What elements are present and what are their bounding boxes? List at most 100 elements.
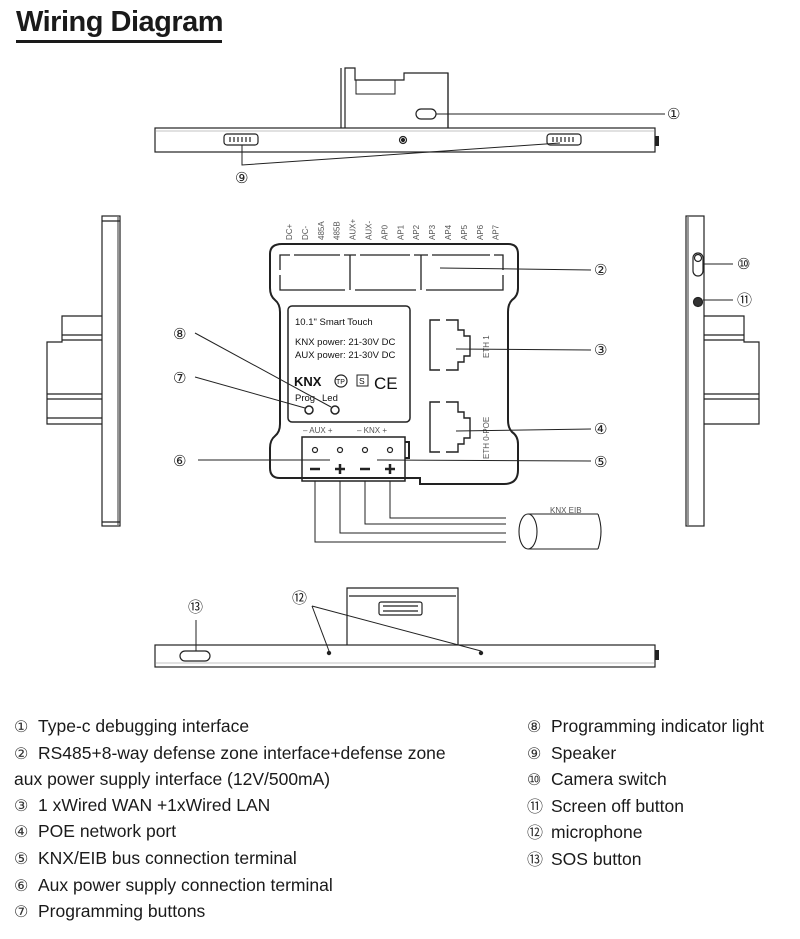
legend-number: ⑥ bbox=[14, 877, 29, 895]
pin-label: 485A bbox=[317, 221, 326, 240]
pin-label: AP4 bbox=[444, 224, 453, 240]
knx-terminal-label: – KNX + bbox=[357, 426, 387, 435]
legend-item: ② RS485+8-way defense zone interface+defe… bbox=[14, 741, 446, 768]
pin-label: AP7 bbox=[492, 224, 501, 240]
pin-label: AUX+ bbox=[349, 219, 358, 240]
legend-item: ③ 1 xWired WAN +1xWired LAN bbox=[14, 793, 446, 820]
module-outline bbox=[269, 243, 519, 485]
pin-label: AP2 bbox=[412, 224, 421, 240]
callout-9: ⑨ bbox=[235, 169, 248, 187]
legend-item: ⑫ microphone bbox=[527, 820, 764, 847]
callout-3: ③ bbox=[594, 341, 607, 359]
legend-number: ⑬ bbox=[527, 851, 544, 869]
legend-text: POE network port bbox=[38, 821, 177, 842]
callout-12: ⑫ bbox=[292, 589, 307, 607]
eth0-poe-label: ETH 0-POE bbox=[482, 417, 491, 459]
mic-hole-right bbox=[478, 650, 484, 656]
legend-text: Screen off button bbox=[551, 795, 684, 816]
prog-label: Prog bbox=[295, 393, 315, 404]
panel-left-edge bbox=[101, 215, 121, 527]
ce-mark: CE bbox=[374, 374, 398, 393]
wiring-diagram: ① ⑨ ⑩ ⑪ bbox=[46, 67, 760, 668]
pin-label: AP6 bbox=[476, 224, 485, 240]
callout-11: ⑪ bbox=[737, 291, 752, 309]
sos-button bbox=[179, 650, 211, 662]
pin-label: DC+ bbox=[285, 223, 294, 240]
bottom-connector bbox=[378, 601, 423, 616]
pin-connector bbox=[279, 254, 504, 291]
speaker-left bbox=[223, 133, 259, 146]
legend-text: Type-c debugging interface bbox=[38, 716, 250, 736]
aux-terminal-label: – AUX + bbox=[303, 426, 333, 435]
left-side-view bbox=[46, 215, 121, 527]
legend-text: aux power supply interface (12V/500mA) bbox=[14, 769, 331, 790]
legend-text: RS485+8-way defense zone interface+defen… bbox=[38, 742, 446, 763]
pin-label: AUX- bbox=[365, 221, 374, 240]
pin-label: AP5 bbox=[460, 224, 469, 240]
legend-number: ⑤ bbox=[14, 850, 29, 868]
legend-number: ③ bbox=[14, 797, 29, 815]
legend-text: 1 xWired WAN +1xWired LAN bbox=[38, 794, 271, 815]
callout-6: ⑥ bbox=[173, 452, 186, 470]
legend-number: ⑧ bbox=[527, 719, 542, 736]
mic-hole-left bbox=[326, 650, 332, 656]
type-c-port bbox=[415, 108, 437, 120]
panel-bottom-edge bbox=[154, 644, 656, 668]
legend-number: ⑩ bbox=[527, 772, 542, 790]
cable-label: KNX EIB bbox=[550, 506, 582, 515]
title-underline bbox=[16, 40, 222, 43]
legend-item: ⑤ KNX/EIB bus connection terminal bbox=[14, 846, 446, 873]
legend-number: ⑨ bbox=[527, 745, 542, 763]
terminal-screws bbox=[310, 446, 395, 474]
legend-item: ⑬ SOS button bbox=[527, 847, 764, 874]
legend-number: ④ bbox=[14, 824, 29, 842]
legend-item: ④ POE network port bbox=[14, 819, 446, 846]
speaker-right bbox=[546, 133, 582, 146]
knx-eib-wires bbox=[314, 481, 506, 543]
legend-number: ⑪ bbox=[527, 798, 544, 816]
callout-5: ⑤ bbox=[594, 453, 607, 471]
label-plate bbox=[287, 305, 411, 423]
pin-label: AP3 bbox=[428, 224, 437, 240]
pin-label: 485B bbox=[333, 221, 342, 240]
back-box-bottom bbox=[346, 587, 459, 645]
knx-eib-cable bbox=[518, 513, 602, 550]
product-name: 10.1" Smart Touch bbox=[295, 317, 373, 328]
callout-8: ⑧ bbox=[173, 325, 186, 343]
back-box-top bbox=[344, 67, 449, 128]
legend-text: Speaker bbox=[551, 742, 617, 763]
right-side-view: ⑩ ⑪ bbox=[685, 215, 760, 527]
bottom-view: ⑬ ⑫ bbox=[154, 587, 659, 668]
legend-text: Camera switch bbox=[551, 769, 667, 790]
legend-number: ① bbox=[14, 719, 29, 736]
top-screw bbox=[398, 135, 408, 145]
legend-number: ⑫ bbox=[527, 825, 544, 843]
legend-text: Programming indicator light bbox=[551, 716, 765, 736]
legend-text: microphone bbox=[551, 822, 643, 843]
screen-off-button bbox=[692, 296, 704, 308]
legend-number: ② bbox=[14, 745, 29, 763]
legend-item: ① Type-c debugging interface bbox=[14, 714, 446, 741]
panel-right-edge bbox=[685, 215, 705, 527]
eth0-poe-port bbox=[429, 401, 471, 453]
callout-4: ④ bbox=[594, 420, 607, 438]
top-view: ① ⑨ bbox=[154, 67, 680, 187]
terminal-block bbox=[301, 436, 406, 482]
pin-label: AP1 bbox=[396, 224, 405, 240]
legend-text: KNX/EIB bus connection terminal bbox=[38, 847, 297, 868]
legend-number: ⑦ bbox=[14, 904, 29, 922]
led-label: Led bbox=[322, 393, 338, 404]
callout-1: ① bbox=[667, 105, 680, 123]
legend-item: ⑨ Speaker bbox=[527, 741, 764, 768]
pin-label: AP0 bbox=[380, 224, 389, 240]
aux-power-spec: AUX power: 21-30V DC bbox=[295, 350, 395, 361]
prog-button bbox=[304, 405, 314, 415]
s-mark: S bbox=[359, 376, 365, 386]
callout-2: ② bbox=[594, 261, 607, 279]
legend-text: SOS button bbox=[551, 848, 642, 869]
legend-item: ⑧ Programming indicator light bbox=[527, 714, 764, 741]
legend-left: ① Type-c debugging interface ② RS485+8-way … bbox=[14, 714, 446, 926]
legend-text: Aux power supply connection terminal bbox=[38, 874, 333, 895]
